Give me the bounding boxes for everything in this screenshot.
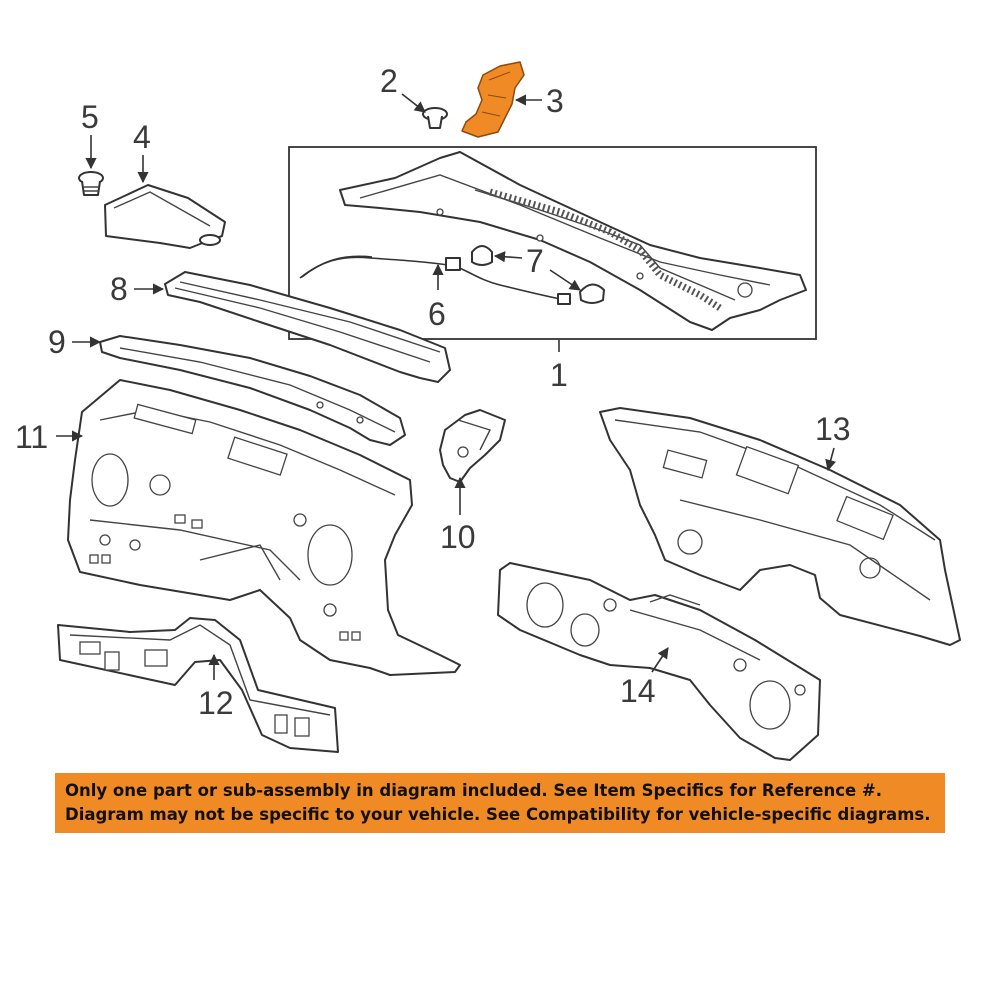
callout-labels: 1 2 3 4 5 6 7 8 9 10 11 12 13 14 (15, 63, 851, 721)
bracket-part-10[interactable] (439, 409, 506, 483)
callout-2: 2 (380, 63, 398, 99)
cowl-vent-panel-part[interactable] (339, 151, 807, 331)
callout-4: 4 (133, 119, 151, 155)
assembly-frame-1 (288, 146, 817, 340)
upper-rail-part-8[interactable] (164, 271, 451, 383)
highlighted-seal-part[interactable] (461, 61, 525, 138)
callout-6: 6 (428, 296, 446, 332)
callout-3: 3 (546, 83, 564, 119)
dash-panel-part-11[interactable] (67, 379, 461, 676)
part-3-fill (461, 61, 525, 138)
disclaimer-banner: Only one part or sub-assembly in diagram… (55, 773, 945, 833)
push-clip-part-5[interactable] (78, 171, 104, 196)
clip-part-2[interactable] (422, 107, 448, 129)
callout-8: 8 (110, 271, 128, 307)
insulator-part-13[interactable] (599, 407, 961, 646)
callout-11: 11 (15, 419, 48, 455)
callout-12: 12 (198, 685, 234, 721)
floor-crossmember-part-12[interactable] (57, 617, 339, 753)
callout-10: 10 (440, 519, 476, 555)
disclaimer-line-1: Only one part or sub-assembly in diagram… (65, 781, 883, 800)
lower-rail-part-9[interactable] (99, 335, 406, 446)
washer-nozzle-part[interactable] (471, 245, 605, 304)
callout-7: 7 (526, 243, 544, 279)
callout-9: 9 (48, 324, 66, 360)
disclaimer-line-2: Diagram may not be specific to your vehi… (65, 805, 931, 824)
washer-hose-part[interactable] (299, 255, 571, 305)
callout-1: 1 (550, 357, 568, 393)
callout-13: 13 (815, 411, 851, 447)
callout-14: 14 (620, 673, 656, 709)
leader-lines (56, 93, 837, 680)
side-panel-part-4[interactable] (104, 184, 226, 249)
callout-5: 5 (81, 99, 99, 135)
